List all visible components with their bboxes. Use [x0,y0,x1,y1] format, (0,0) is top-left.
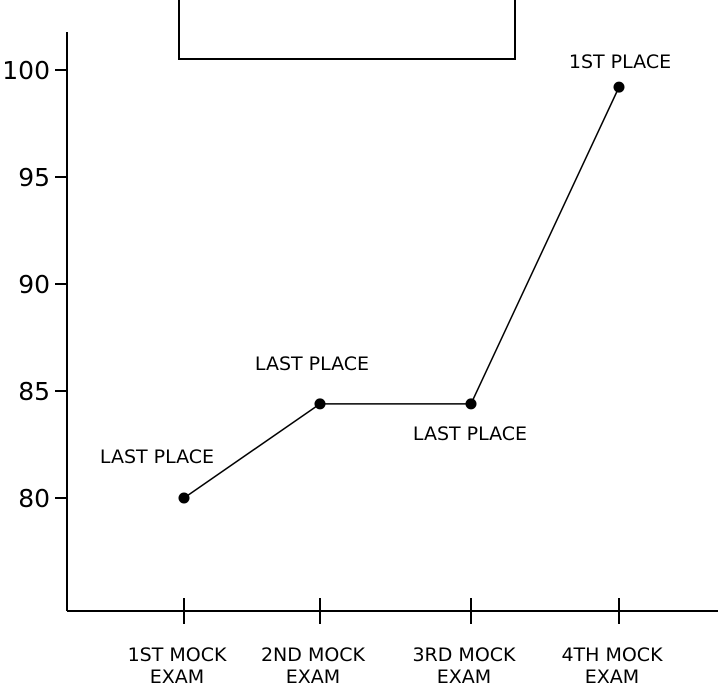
legend-box [178,0,516,60]
x-tick-label: EXAM [150,666,204,685]
data-annotation: LAST PLACE [255,353,369,375]
data-point [314,398,326,410]
y-tick-label: 95 [18,163,50,192]
data-annotation: LAST PLACE [413,423,527,445]
x-tick-label: 1ST MOCK [128,644,227,666]
x-tick-label: 2ND MOCK [261,644,366,666]
x-tick-label: EXAM [585,666,639,685]
y-tick-label: 85 [18,377,50,406]
y-tick-label: 100 [2,56,50,85]
data-annotation: LAST PLACE [100,446,214,468]
x-tick-label: EXAM [286,666,340,685]
data-point [178,492,190,504]
x-tick-label: EXAM [437,666,491,685]
x-tick-label: 3RD MOCK [412,644,516,666]
data-point [613,81,625,93]
x-tick-label: 4TH MOCK [561,644,663,666]
y-tick-label: 80 [18,484,50,513]
annotations: LAST PLACE LAST PLACE LAST PLACE 1ST PLACE [100,51,671,468]
y-tick-label: 90 [18,270,50,299]
series [178,81,625,504]
data-point [465,398,477,410]
data-annotation: 1ST PLACE [569,51,671,73]
series-line [183,86,620,499]
y-ticks: 80 85 90 95 100 [2,56,67,513]
